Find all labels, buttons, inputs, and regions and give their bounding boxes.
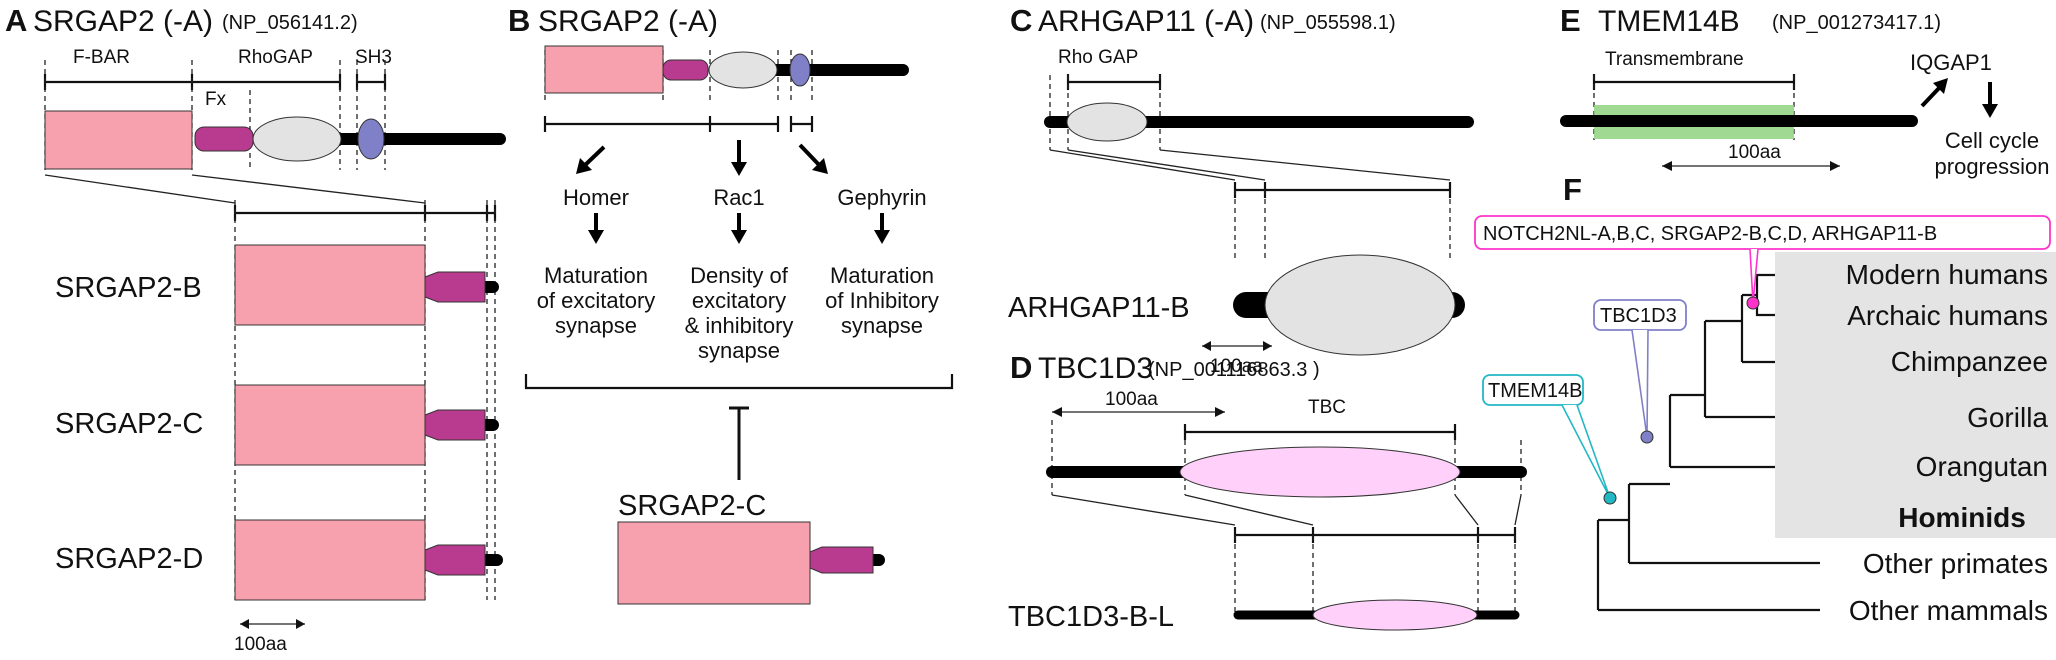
rhogap-domain-label: RhoGAP [238,47,313,68]
phylogenetic-tree [1596,273,1820,612]
fbar-domain-label: F-BAR [73,47,130,68]
b-srgap2c-fbar [617,521,811,605]
hominids-group-label: Hominids [1898,502,2026,533]
panel-c: C ARHGAP11 (-A) (NP_055598.1) Rho GAP AR… [1008,3,1474,377]
effect-homer-line3: synapse [555,313,637,338]
isoform-d-fx [424,544,486,576]
c-rhogap-domain [1066,102,1148,142]
taxon-chimpanzee: Chimpanzee [1891,346,2048,377]
panel-e-title: TMEM14B [1598,5,1740,38]
effect-rac1-line2: excitatory [692,288,786,313]
panel-a-label: A [5,3,27,38]
fx-domain [194,126,254,152]
taxon-other-mammals: Other mammals [1849,595,2048,626]
b-fbar-domain [544,45,664,94]
transmembrane-domain-label: Transmembrane [1605,49,1744,70]
tmem14b-event-box [1482,374,1584,406]
panel-b: B SRGAP2 (-A) Homer Rac1 Gephyrin [508,3,954,605]
fbar-domain [44,110,193,170]
sh3-domain-label: SH3 [355,47,392,68]
panel-a-scale-label: 100aa [234,634,287,655]
isoform-d-label: SRGAP2-D [55,543,203,575]
arhgap11b-rhogap [1264,254,1456,356]
panel-c-scale-label: 100aa [1210,356,1263,377]
taxon-archaic-humans: Archaic humans [1847,300,2048,331]
b-sh3-domain [789,53,811,87]
panel-b-label: B [508,3,530,38]
tbc1d3-b-l-tbc [1312,599,1478,631]
isoform-c-fbar [234,384,426,466]
effect-gephyrin-line1: Maturation [830,263,934,288]
b-fx-domain [662,59,709,81]
hominin-event-box [1474,215,2051,250]
panel-c-label: C [1010,3,1032,38]
panel-e: E TMEM14B (NP_001273417.1) Transmembrane… [1560,3,2049,179]
tbc1d3-b-l-label: TBC1D3-B-L [1008,601,1174,633]
panel-d-accession: (NP_001116863.3 ) [1148,359,1320,381]
panel-c-accession: (NP_055598.1) [1260,12,1396,34]
tbc1d3-node [1640,430,1654,444]
panel-e-label: E [1560,3,1581,38]
partner-rac1: Rac1 [713,185,764,210]
isoform-b-label: SRGAP2-B [55,272,202,304]
isoform-d-fbar [234,519,426,601]
hominin-event-label: NOTCH2NL-A,B,C, SRGAP2-B,C,D, ARHGAP11-B [1483,223,1937,245]
taxon-gorilla: Gorilla [1967,402,2048,433]
tbc1d3-event-label: TBC1D3 [1600,305,1677,327]
rho-gap-domain-label: Rho GAP [1058,47,1138,68]
cell-cycle-line2: progression [1935,154,2050,179]
cell-cycle-line1: Cell cycle [1945,128,2039,153]
isoform-b-fx [424,271,486,303]
panel-d-label: D [1010,350,1032,385]
isoform-b-fbar [234,244,426,326]
tmem14b-node [1603,491,1617,505]
effect-gephyrin-line2: of Inhibitory [825,288,939,313]
panel-e-accession: (NP_001273417.1) [1772,12,1941,34]
effect-homer-line2: of excitatory [537,288,656,313]
panel-d: D TBC1D3 (NP_001116863.3 ) 100aa TBC TBC… [1008,350,1527,633]
fx-domain-label: Fx [205,89,227,110]
panel-a-accession: (NP_056141.2) [222,12,358,34]
effect-gephyrin-line3: synapse [841,313,923,338]
hominid-shade [1775,252,2056,538]
panel-b-title: SRGAP2 (-A) [538,5,718,38]
sh3-domain [357,118,385,160]
panel-a: A SRGAP2 (-A) (NP_056141.2) F-BAR Fx Rho… [5,3,506,655]
partner-gephyrin: Gephyrin [837,185,926,210]
inhibitor-label: SRGAP2-C [618,490,766,522]
effect-rac1-line3: & inhibitory [685,313,794,338]
panel-a-title: SRGAP2 (-A) [33,5,213,38]
b-srgap2c-fx [809,546,874,574]
iqgap1-label: IQGAP1 [1910,50,1992,75]
taxon-other-primates: Other primates [1863,548,2048,579]
partner-homer: Homer [563,185,629,210]
taxon-modern-humans: Modern humans [1846,259,2048,290]
panel-f: F NOTCH2NL-A,B,C, SRGAP2-B,C,D, ARHGAP11… [1474,172,2051,626]
arhgap11b-label: ARHGAP11-B [1008,292,1190,324]
panel-d-scale-label: 100aa [1105,389,1158,410]
taxon-orangutan: Orangutan [1916,451,2048,482]
panel-f-label: F [1563,172,1582,207]
effect-homer-line1: Maturation [544,263,648,288]
hominin-node [1746,296,1760,310]
tmem14b-event-label: TMEM14B [1488,380,1582,402]
b-rhogap-domain [708,51,778,89]
effect-rac1-line4: synapse [698,338,780,363]
d-tbc-domain [1179,446,1461,498]
panel-d-title: TBC1D3 [1038,352,1153,385]
isoform-c-label: SRGAP2-C [55,408,203,440]
isoform-c-fx [424,409,486,441]
panel-e-scale-label: 100aa [1728,142,1781,163]
effect-rac1-line1: Density of [690,263,789,288]
rhogap-domain [252,116,342,162]
tbc-domain-label: TBC [1308,397,1346,418]
panel-c-title: ARHGAP11 (-A) [1038,5,1254,38]
